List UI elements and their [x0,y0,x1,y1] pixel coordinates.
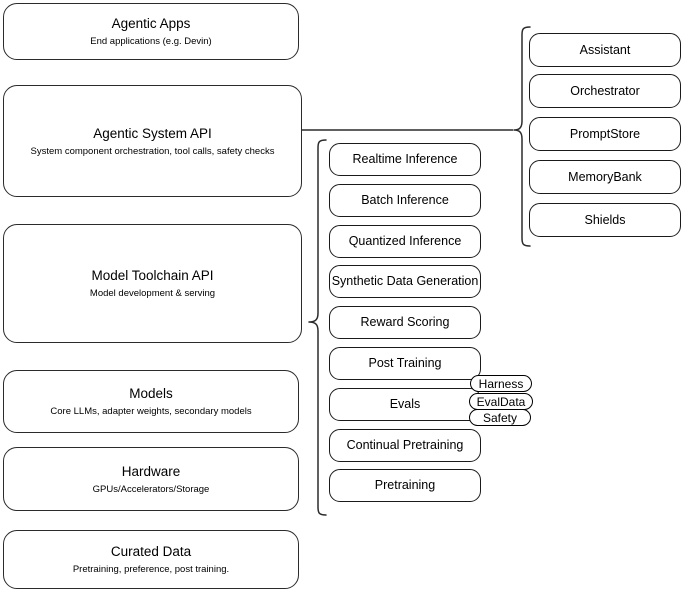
agentic-system-item-shields[interactable]: Shields [529,203,681,237]
agentic-system-item-label: Assistant [579,42,631,57]
toolchain-item-label: Batch Inference [361,193,449,207]
toolchain-item-label: Reward Scoring [360,315,450,329]
agentic-system-item-assistant[interactable]: Assistant [529,33,681,67]
agentic-system-item-label: Orchestrator [570,83,640,98]
layer-box-agentic-apps[interactable]: Agentic Apps End applications (e.g. Devi… [3,3,299,60]
agentic-system-item-memorybank[interactable]: MemoryBank [529,160,681,194]
brace-agentic-system-components [512,26,532,248]
toolchain-item-reward-scoring[interactable]: Reward Scoring [329,306,481,339]
toolchain-item-label: Continual Pretraining [346,438,464,452]
evals-subitem-label: Harness [478,376,524,391]
toolchain-item-synthetic-data-generation[interactable]: Synthetic Data Generation [329,265,481,298]
evals-subitem-label: EvalData [476,394,526,409]
toolchain-item-post-training[interactable]: Post Training [329,347,481,380]
toolchain-item-realtime-inference[interactable]: Realtime Inference [329,143,481,176]
toolchain-item-label: Evals [389,397,421,411]
evals-subitem-harness[interactable]: Harness [470,375,532,392]
agentic-system-item-label: PromptStore [569,126,641,141]
toolchain-item-label: Pretraining [374,478,436,492]
layer-box-agentic-system-api[interactable]: Agentic System API System component orch… [3,85,302,197]
toolchain-item-batch-inference[interactable]: Batch Inference [329,184,481,217]
toolchain-item-pretraining[interactable]: Pretraining [329,469,481,502]
layer-title: Curated Data [110,544,192,559]
brace-model-toolchain-components [306,139,328,517]
agentic-system-item-label: MemoryBank [568,169,642,184]
toolchain-item-continual-pretraining[interactable]: Continual Pretraining [329,429,481,462]
layer-subtitle: GPUs/Accelerators/Storage [92,483,210,495]
evals-subitem-label: Safety [482,410,518,425]
evals-subitem-safety[interactable]: Safety [469,409,531,426]
toolchain-item-label: Post Training [368,356,442,370]
toolchain-item-label: Synthetic Data Generation [331,274,479,288]
toolchain-item-quantized-inference[interactable]: Quantized Inference [329,225,481,258]
layer-subtitle: Core LLMs, adapter weights, secondary mo… [50,406,252,417]
agentic-system-item-orchestrator[interactable]: Orchestrator [529,74,681,108]
layer-title: Hardware [121,463,181,479]
layer-subtitle: System component orchestration, tool cal… [30,145,275,157]
toolchain-item-label: Quantized Inference [348,234,462,248]
agentic-system-item-label: Shields [584,212,626,227]
toolchain-item-evals[interactable]: Evals [329,388,481,421]
layer-box-hardware[interactable]: Hardware GPUs/Accelerators/Storage [3,447,299,511]
layer-box-model-toolchain-api[interactable]: Model Toolchain API Model development & … [3,224,302,343]
layer-title: Agentic System API [93,125,212,141]
layer-title: Model Toolchain API [91,268,214,283]
layer-box-models[interactable]: Models Core LLMs, adapter weights, secon… [3,370,299,433]
connector-agentic-system-api [302,124,514,136]
layer-box-curated-data[interactable]: Curated Data Pretraining, preference, po… [3,530,299,589]
agentic-system-item-promptstore[interactable]: PromptStore [529,117,681,151]
layer-subtitle: End applications (e.g. Devin) [90,36,212,47]
layer-subtitle: Model development & serving [89,288,216,299]
layer-subtitle: Pretraining, preference, post training. [72,564,230,575]
layer-title: Agentic Apps [111,16,191,31]
layer-title: Models [129,386,173,401]
evals-subitem-evaldata[interactable]: EvalData [469,393,533,410]
toolchain-item-label: Realtime Inference [352,152,458,166]
